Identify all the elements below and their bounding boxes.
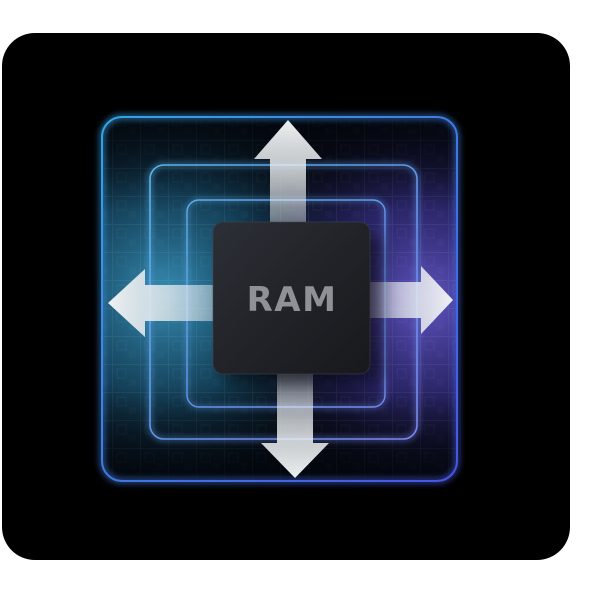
outline-outer [101, 116, 458, 482]
chip-label: RAM [247, 280, 338, 320]
arrow-up-icon [254, 120, 322, 252]
chip-body [212, 221, 371, 375]
ram-chip: RAM [212, 221, 371, 375]
